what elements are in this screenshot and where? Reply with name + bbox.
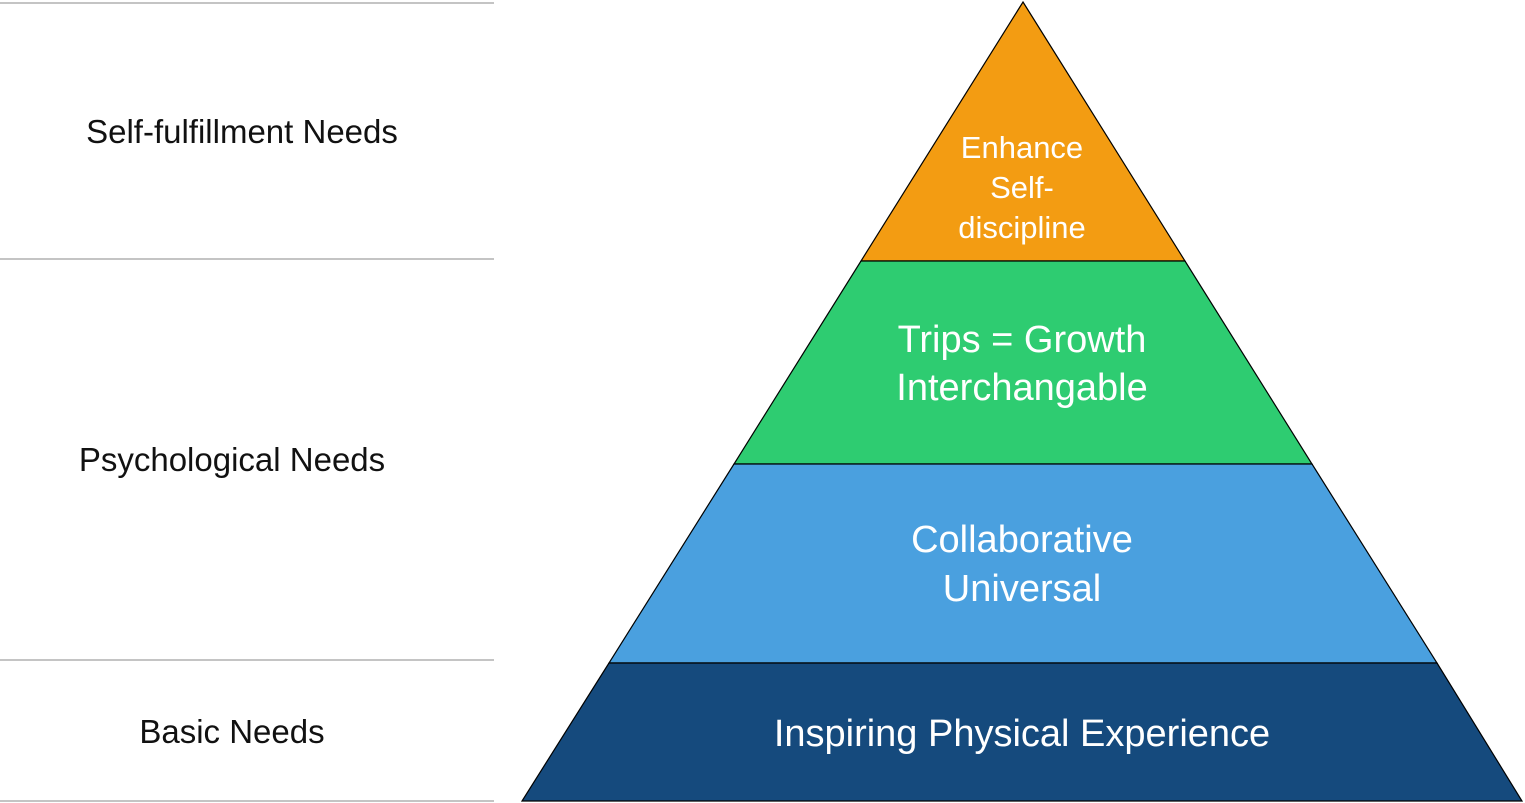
- label-self-fulfillment-needs: Self-fulfillment Needs: [86, 113, 398, 150]
- label-basic-needs: Basic Needs: [139, 713, 324, 750]
- pyramid-tier-second: [732, 260, 1314, 465]
- tier-second-line-2: Interchangable: [896, 367, 1147, 409]
- tier-third-line-1: Collaborative: [911, 519, 1133, 561]
- tier-base-line-1: Inspiring Physical Experience: [774, 713, 1270, 755]
- tier-top-line-3: discipline: [958, 210, 1086, 245]
- pyramid-tier-base: [520, 662, 1524, 802]
- tier-third-line-2: Universal: [943, 568, 1101, 610]
- tier-top-line-1: Enhance: [961, 130, 1083, 165]
- tier-top-line-2: Self-: [990, 170, 1054, 205]
- tier-second-line-1: Trips = Growth: [898, 319, 1147, 361]
- label-psychological-needs: Psychological Needs: [79, 441, 385, 478]
- pyramid-tier-third: [607, 463, 1439, 664]
